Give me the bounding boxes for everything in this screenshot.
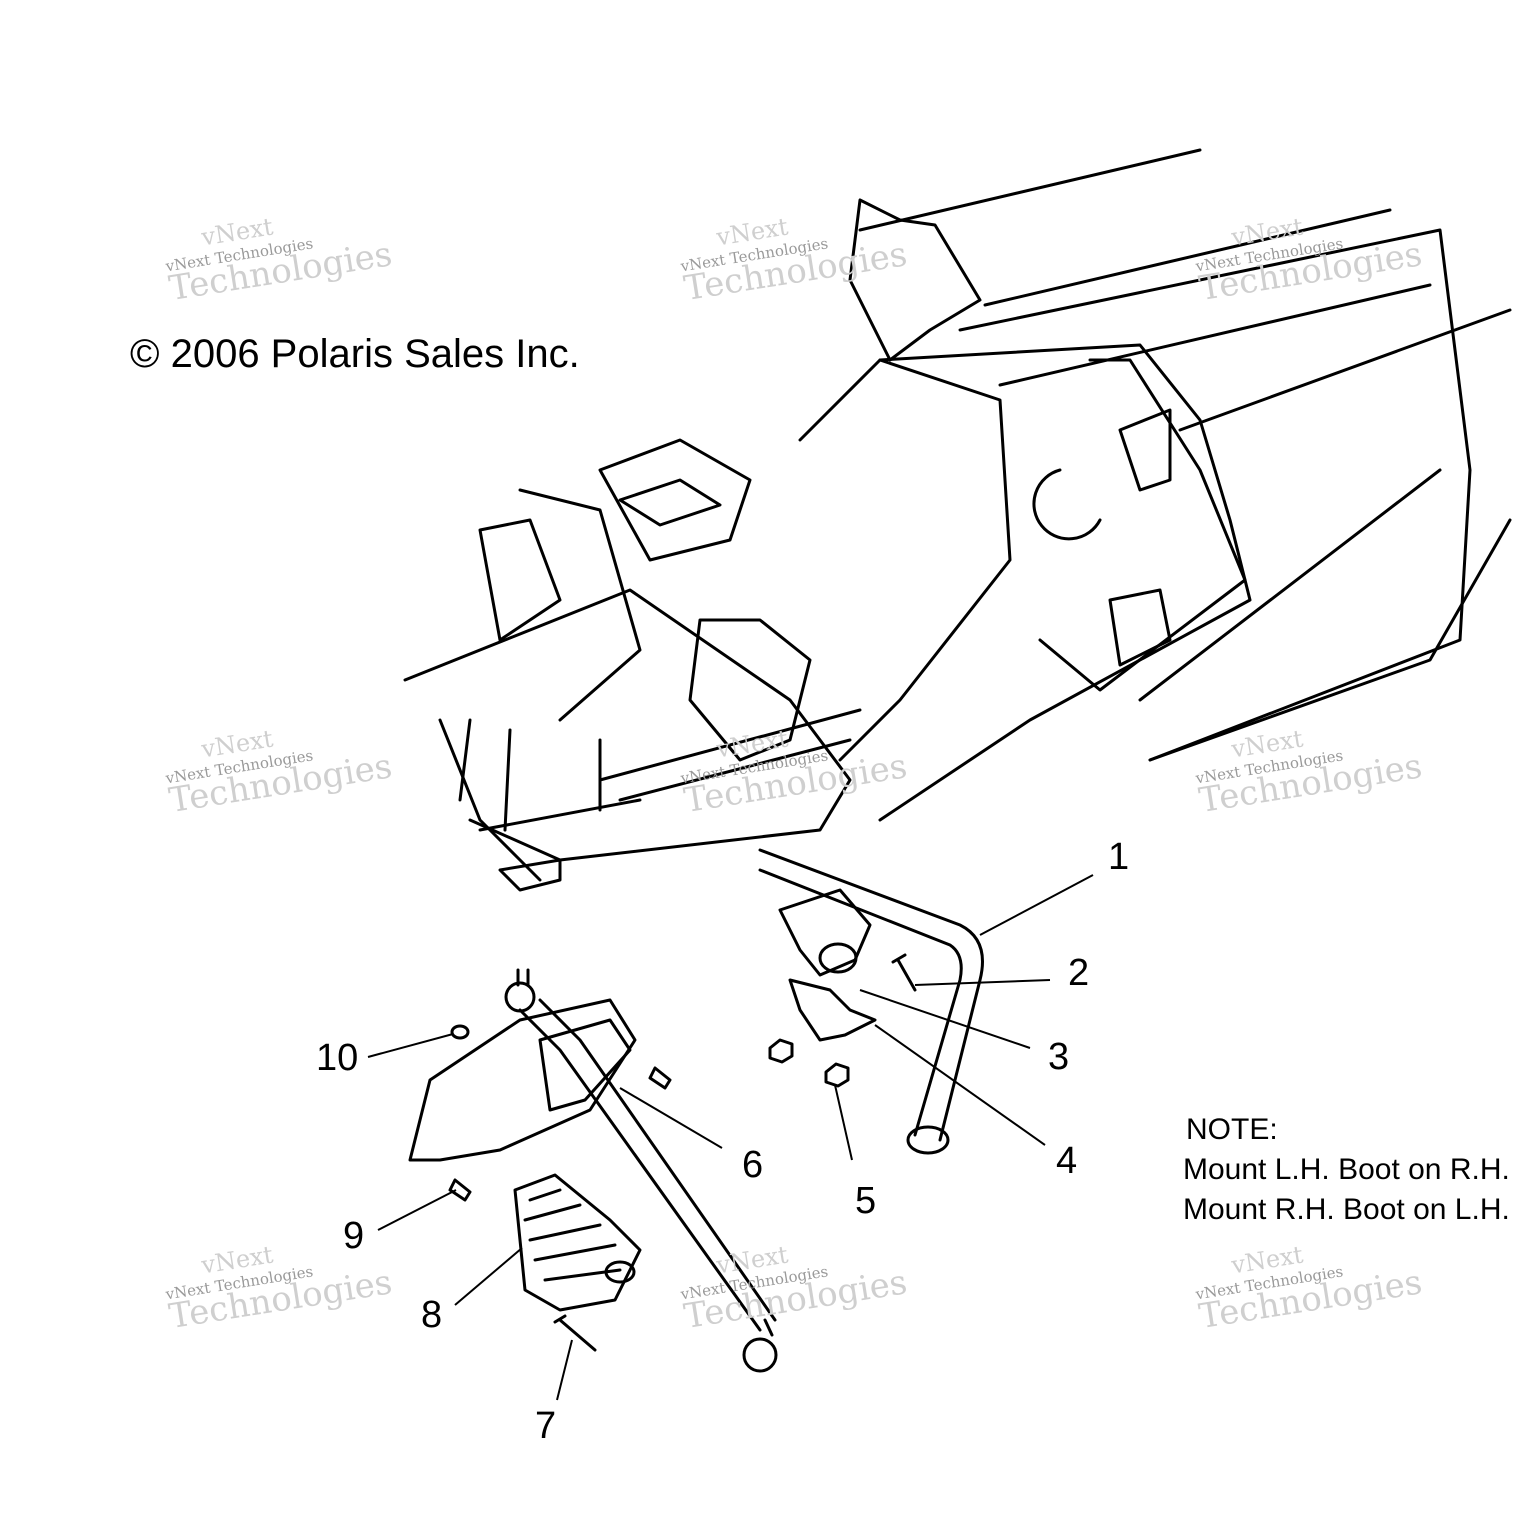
callout-4: 4 <box>1056 1140 1078 1182</box>
rivet-2 <box>891 953 917 992</box>
callout-10: 10 <box>316 1037 359 1079</box>
callout-5: 5 <box>855 1180 877 1222</box>
note-line-1: Mount L.H. Boot on R.H. <box>1183 1153 1510 1186</box>
callout-6: 6 <box>742 1144 764 1186</box>
rivet-7 <box>553 1314 597 1352</box>
callout-1: 1 <box>1108 836 1130 878</box>
washer-10 <box>450 1024 470 1040</box>
callout-9: 9 <box>343 1215 365 1257</box>
bolt-upper <box>648 1066 672 1090</box>
front-bulkhead <box>403 438 862 892</box>
bolt-9 <box>448 1178 472 1202</box>
callout-8: 8 <box>421 1294 443 1336</box>
steering-bar <box>758 848 984 1155</box>
chassis-tunnel <box>798 148 1512 822</box>
leader-lines <box>367 874 1094 1401</box>
clamp-upper <box>778 888 872 977</box>
steering-boot <box>513 1173 642 1312</box>
nuts <box>768 1038 850 1088</box>
copyright-notice: © 2006 Polaris Sales Inc. <box>130 332 580 376</box>
clamp-lower <box>788 978 877 1042</box>
note-line-2: Mount R.H. Boot on L.H. <box>1183 1193 1510 1226</box>
note-heading: NOTE: <box>1186 1113 1278 1146</box>
steering-bracket <box>408 998 637 1162</box>
callout-2: 2 <box>1068 952 1090 994</box>
callout-3: 3 <box>1048 1036 1070 1078</box>
callout-7: 7 <box>535 1405 557 1447</box>
steering-post <box>504 968 778 1373</box>
